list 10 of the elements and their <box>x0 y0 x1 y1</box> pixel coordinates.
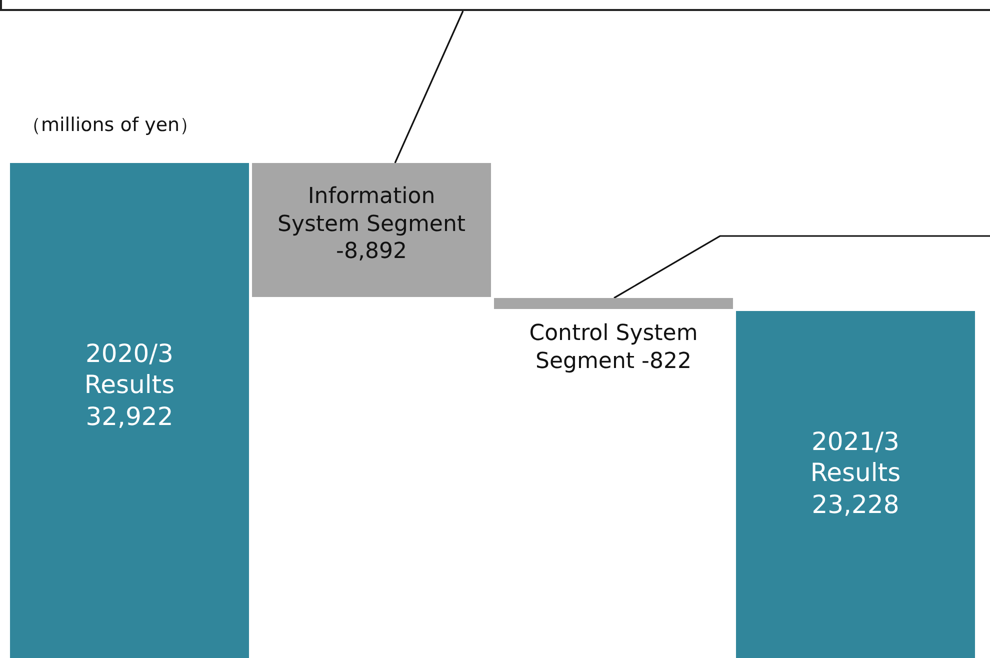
decrease-bar <box>252 163 491 297</box>
unit-label: （millions of yen） <box>22 113 199 138</box>
result-bar <box>736 311 975 658</box>
bar-label: 2020/3 Results 32,922 <box>83 338 176 432</box>
bar-label: 2021/3 Results 23,228 <box>809 426 902 520</box>
leader-line <box>614 235 990 299</box>
bar-label: Control System Segment -822 <box>528 320 699 375</box>
result-bar <box>10 163 249 658</box>
leader-line <box>394 10 464 164</box>
bar-label: Information System Segment -8,892 <box>276 183 466 266</box>
